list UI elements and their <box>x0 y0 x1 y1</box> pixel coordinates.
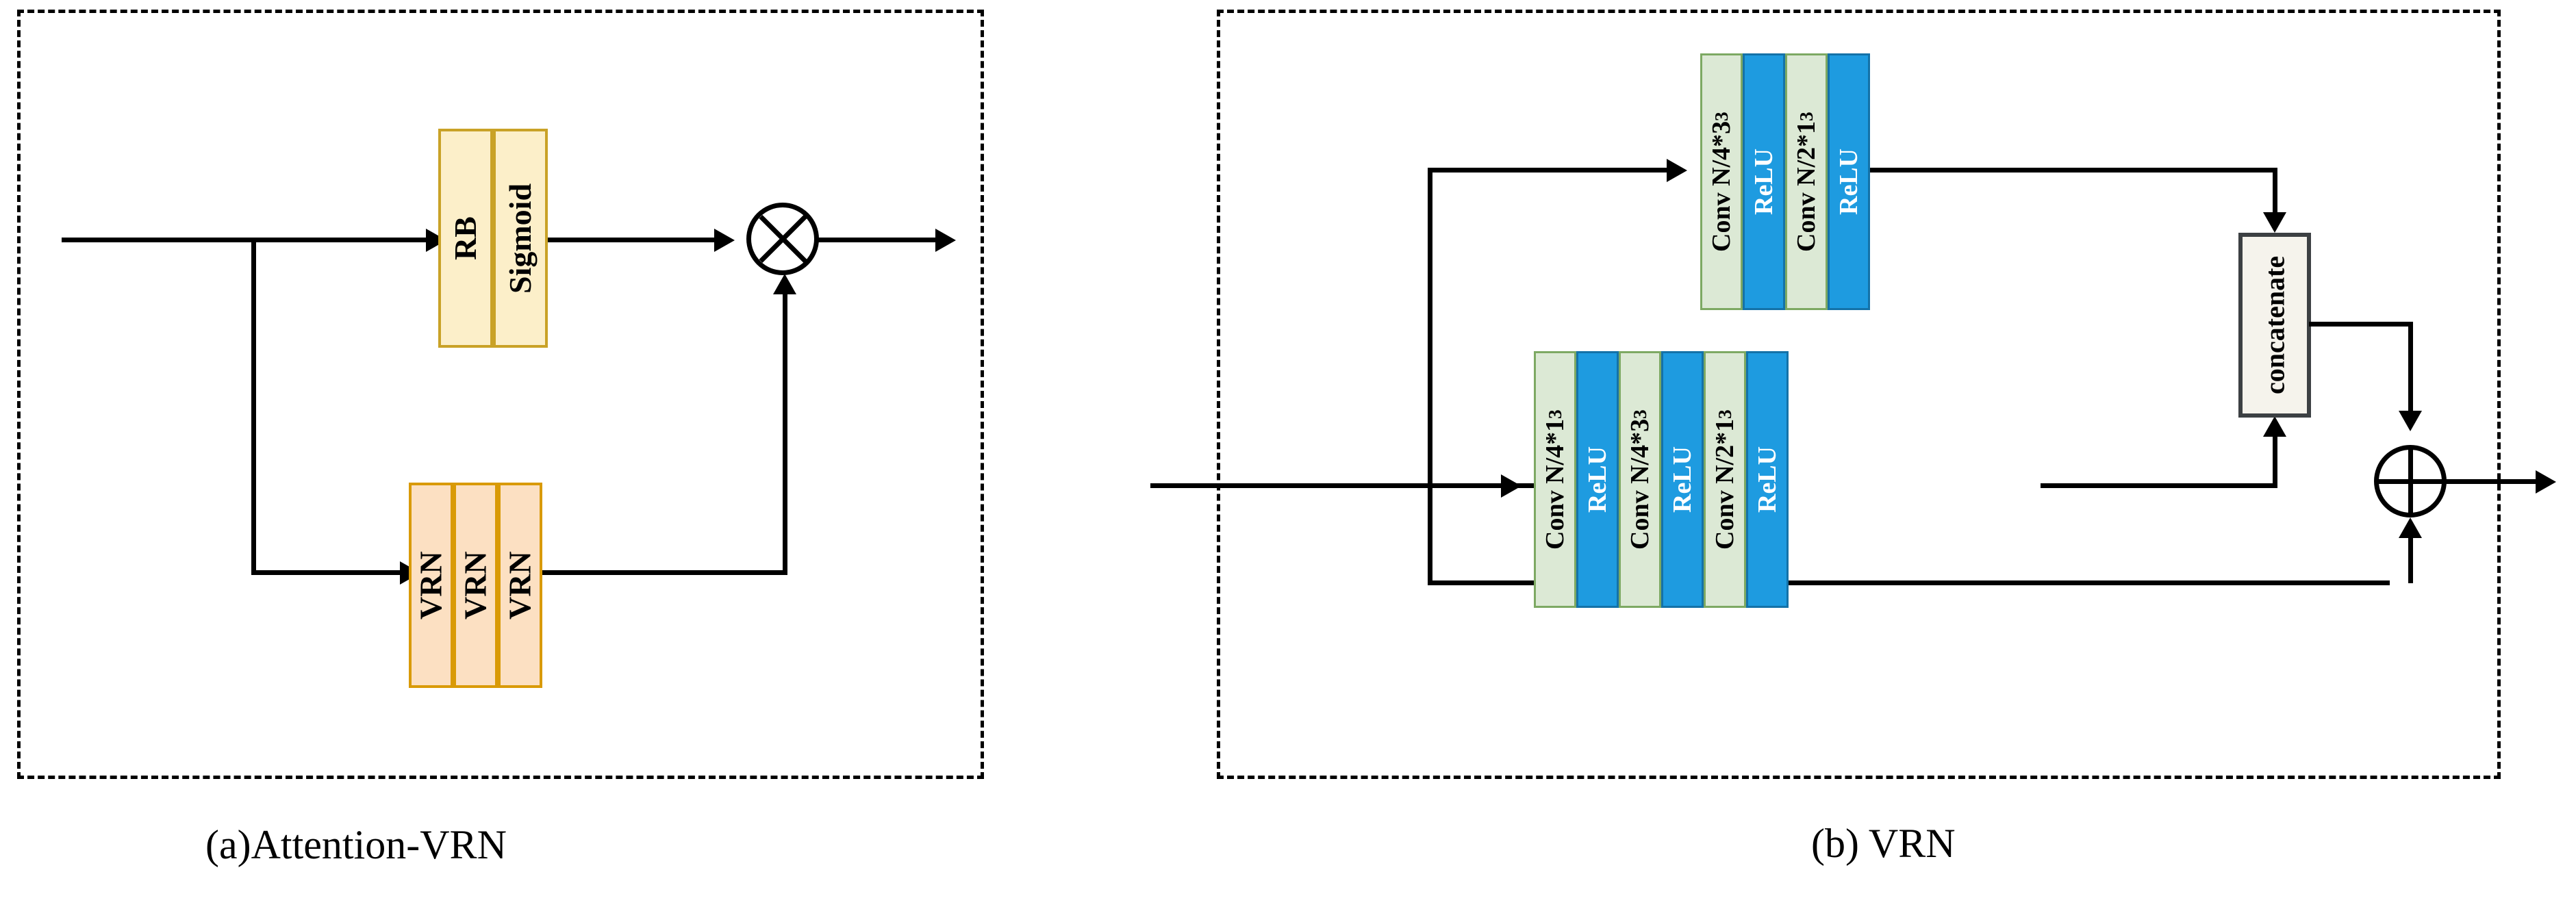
wire-a-input <box>62 238 253 242</box>
arrowhead-b-plus-bottom <box>2399 518 2422 538</box>
block-bot-relu-2: ReLU <box>1661 351 1704 608</box>
wire-a-split-down <box>251 238 256 575</box>
wire-a-to-feature <box>251 570 407 575</box>
wire-b-concat-out <box>2309 322 2413 327</box>
stack-feature-branch: VRN VRN VRN <box>409 483 542 688</box>
block-top-relu-2: ReLU <box>1828 53 1870 310</box>
multiply-operator-icon <box>746 203 819 275</box>
caption-panel-b: (b) VRN <box>1811 821 1956 866</box>
wire-a-attention-out <box>548 238 719 242</box>
block-vrn-3: VRN <box>498 483 542 688</box>
arrowhead-b-bottom-branch <box>1501 474 1521 498</box>
caption-panel-a: (a)Attention-VRN <box>205 822 507 867</box>
wire-b-skip-up <box>2408 535 2413 583</box>
wire-b-to-top-branch <box>1428 168 1671 173</box>
wire-b-top-down <box>2273 168 2277 219</box>
block-bot-conv-2-label: Conv N/4*3 <box>1626 418 1654 550</box>
arrowhead-a-multiply-in <box>714 229 735 252</box>
block-top-conv-1-label: Conv N/4*3 <box>1707 120 1736 252</box>
wire-b-top-out <box>1870 168 2277 173</box>
arrowhead-b-plus-top <box>2399 411 2422 431</box>
block-vrn-1: VRN <box>409 483 453 688</box>
block-sigmoid: Sigmoid <box>493 129 548 348</box>
wire-a-output <box>818 238 941 242</box>
wire-b-split <box>1428 168 1432 585</box>
wire-a-feature-out <box>542 570 787 575</box>
block-bot-conv-1-label: Conv N/4*1 <box>1541 418 1569 550</box>
wire-b-bottom-up <box>2273 435 2277 485</box>
block-vrn-2: VRN <box>453 483 498 688</box>
wire-a-feature-up <box>783 290 787 575</box>
stack-attention-branch: RB Sigmoid <box>438 129 548 348</box>
arrowhead-b-top-branch <box>1667 159 1687 182</box>
arrowhead-a-multiply-bottom <box>773 274 796 294</box>
block-bot-conv-3-label: Conv N/2*1 <box>1710 418 1739 550</box>
concatenate-block: concatenate <box>2238 233 2311 418</box>
block-top-relu-1: ReLU <box>1743 53 1785 310</box>
block-bot-relu-1: ReLU <box>1576 351 1619 608</box>
block-bot-relu-3: ReLU <box>1746 351 1789 608</box>
arrowhead-b-concat-top <box>2263 212 2286 233</box>
block-top-conv-2-label: Conv N/2*1 <box>1792 120 1821 252</box>
arrowhead-a-output <box>935 229 956 252</box>
wire-b-skip-bottom <box>1428 580 2390 585</box>
block-rb: RB <box>438 129 493 348</box>
arrowhead-b-concat-bottom <box>2263 416 2286 437</box>
add-operator-icon <box>2374 445 2447 518</box>
arrowhead-b-output <box>2536 470 2556 494</box>
wire-b-concat-down <box>2408 322 2413 418</box>
wire-b-input <box>1150 483 1534 488</box>
wire-a-to-attention <box>251 238 433 242</box>
wire-b-output <box>2445 479 2541 484</box>
wire-b-bottom-out <box>2041 483 2277 488</box>
